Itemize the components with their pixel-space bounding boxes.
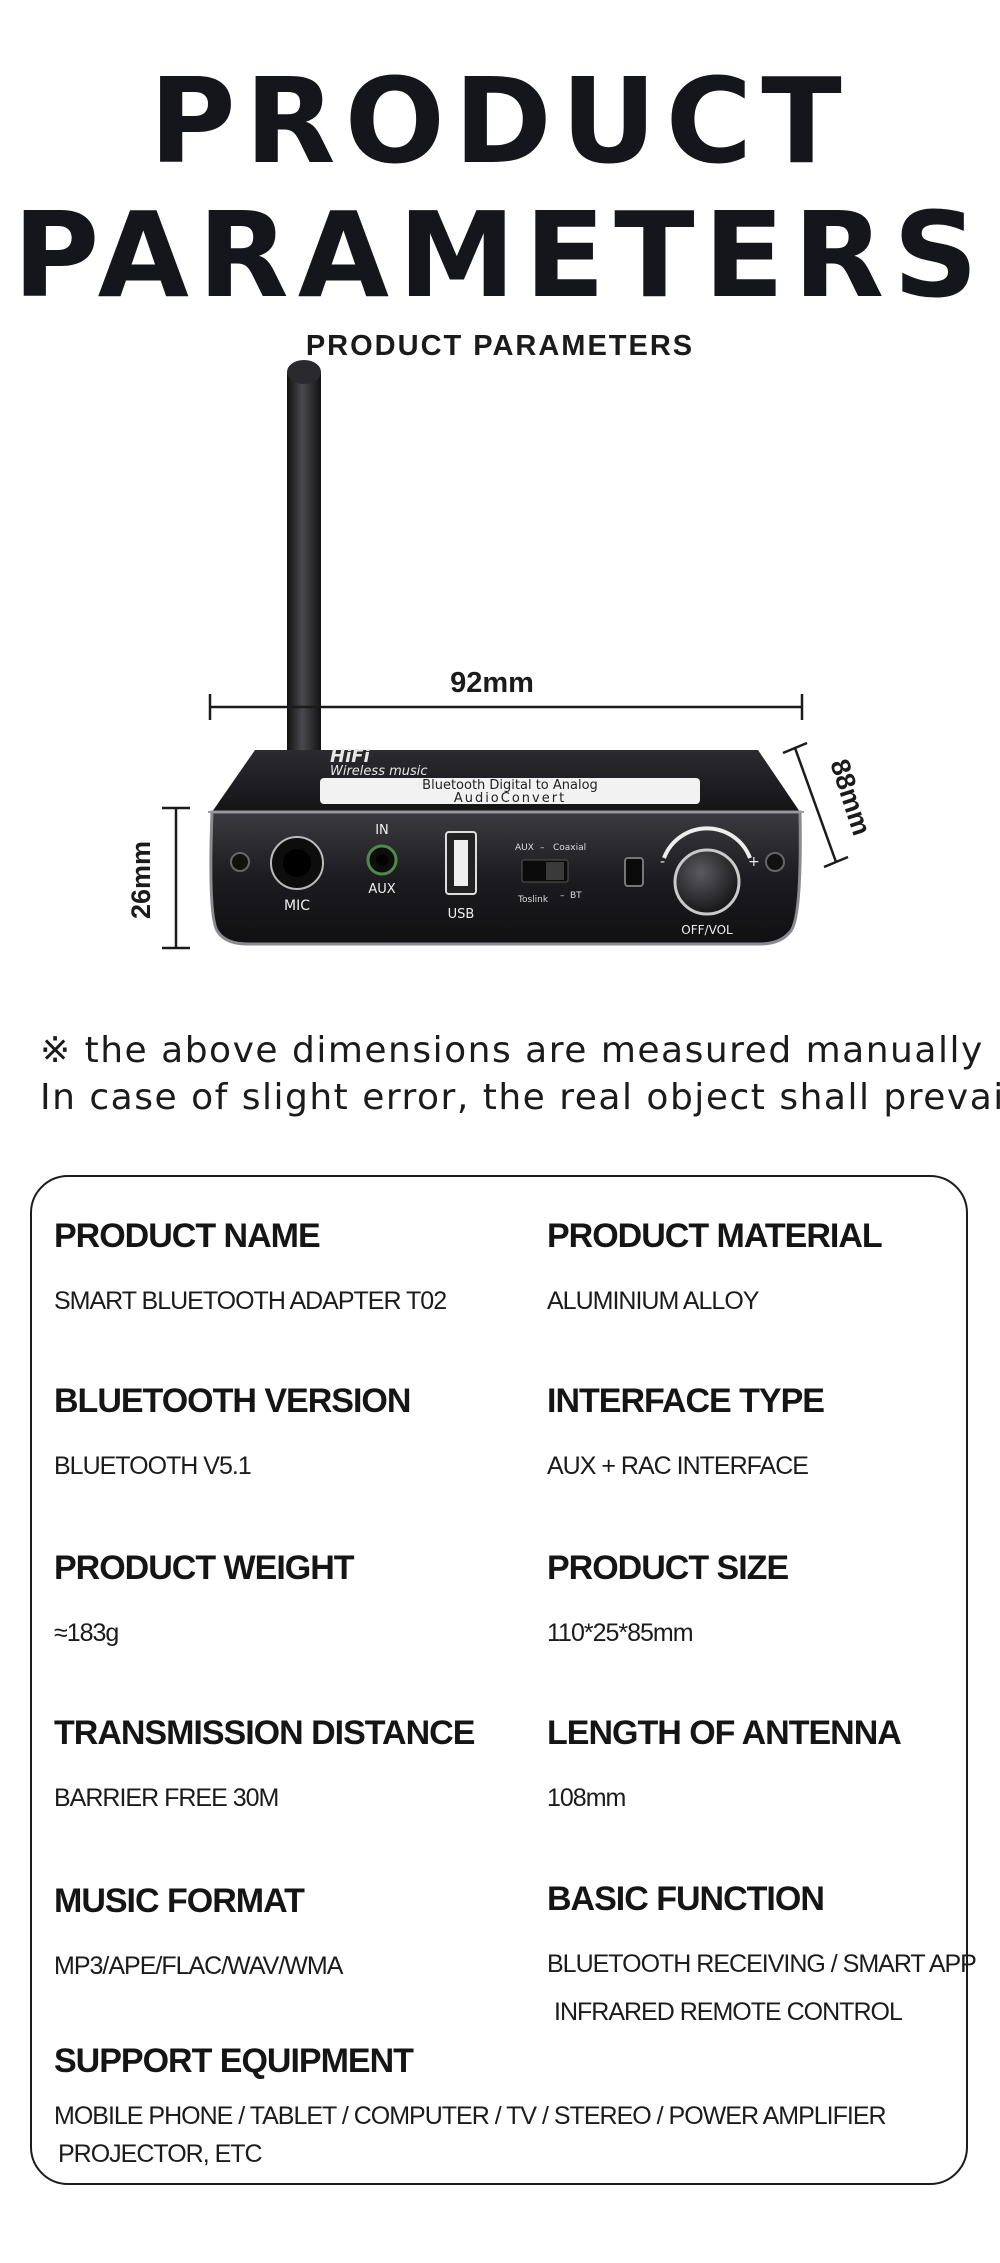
spec-label-music-format: MUSIC FORMAT: [54, 1882, 305, 1920]
width-label: 92mm: [450, 667, 534, 699]
spec-value-basic-function-line2: INFRARED REMOTE CONTROL: [554, 1998, 903, 2026]
spec-value-basic-function-line1: BLUETOOTH RECEIVING / SMART APP: [547, 1950, 977, 1978]
spec-value-length-of-antenna: 108mm: [547, 1784, 626, 1812]
spec-label-product-material: PRODUCT MATERIAL: [547, 1217, 883, 1255]
device-brand-sub: Wireless music: [330, 764, 428, 779]
antenna: [287, 360, 321, 762]
device-body: Bluetooth Digital to Analog AudioConvert…: [208, 746, 804, 946]
specs-panel: PRODUCT NAME SMART BLUETOOTH ADAPTER T02…: [30, 1175, 977, 2185]
usb-port-label: USB: [448, 907, 475, 922]
spec-value-support-equipment-line1: MOBILE PHONE / TABLET / COMPUTER / TV / …: [54, 2102, 887, 2130]
switch-aux-label: AUX: [515, 843, 534, 853]
spec-value-interface-type: AUX + RAC INTERFACE: [547, 1452, 809, 1480]
device-brand: HiFi: [330, 746, 371, 767]
spec-value-music-format: MP3/APE/FLAC/WAV/WMA: [54, 1952, 343, 1980]
width-dimension: 92mm: [208, 667, 804, 720]
aux-in-label: IN: [375, 823, 389, 838]
spec-label-transmission-distance: TRANSMISSION DISTANCE: [54, 1714, 475, 1752]
spec-value-product-name: SMART BLUETOOTH ADAPTER T02: [54, 1287, 447, 1315]
depth-label: 88mm: [824, 755, 877, 838]
spec-label-product-size: PRODUCT SIZE: [547, 1549, 789, 1587]
page-title-line-2: PARAMETERS: [12, 186, 988, 324]
spec-value-product-size: 110*25*85mm: [547, 1619, 694, 1647]
spec-label-basic-function: BASIC FUNCTION: [547, 1880, 825, 1918]
device-strip-line1: Bluetooth Digital to Analog: [422, 778, 598, 793]
volume-plus: +: [748, 854, 760, 870]
product-illustration: 92mm Bluetooth Digital to Analog AudioCo…: [126, 360, 877, 950]
error-note: In case of slight error, the real object…: [40, 1077, 1000, 1118]
height-dimension: 26mm: [126, 806, 190, 950]
mic-port-label: MIC: [284, 898, 310, 914]
spec-label-product-name: PRODUCT NAME: [54, 1217, 321, 1255]
spec-value-transmission-distance: BARRIER FREE 30M: [54, 1784, 279, 1812]
spec-value-product-material: ALUMINIUM ALLOY: [547, 1287, 759, 1315]
height-label: 26mm: [126, 841, 156, 919]
spec-value-support-equipment-line2: PROJECTOR, ETC: [58, 2140, 263, 2168]
switch-toslink-label: Toslink: [517, 895, 549, 905]
spec-label-product-weight: PRODUCT WEIGHT: [54, 1549, 355, 1587]
device-strip-line2: AudioConvert: [454, 791, 566, 806]
volume-knob-label: OFF/VOL: [681, 923, 733, 937]
page-title-line-1: PRODUCT: [149, 52, 851, 190]
switch-bt-label: BT: [570, 891, 582, 901]
switch-coaxial-label: Coaxial: [553, 843, 586, 853]
spec-label-bluetooth-version: BLUETOOTH VERSION: [54, 1382, 411, 1420]
spec-value-bluetooth-version: BLUETOOTH V5.1: [54, 1452, 252, 1480]
spec-label-support-equipment: SUPPORT EQUIPMENT: [54, 2042, 414, 2080]
spec-label-length-of-antenna: LENGTH OF ANTENNA: [547, 1714, 902, 1752]
spec-label-interface-type: INTERFACE TYPE: [547, 1382, 825, 1420]
svg-text:–: –: [560, 891, 565, 901]
volume-minus: -: [660, 854, 665, 870]
aux-port-label: AUX: [368, 882, 395, 897]
svg-text:–: –: [540, 843, 545, 853]
spec-value-product-weight: ≈183g: [54, 1619, 119, 1647]
measurement-note: ※ the above dimensions are measured manu…: [40, 1030, 984, 1071]
page-subtitle: PRODUCT PARAMETERS: [305, 330, 695, 362]
